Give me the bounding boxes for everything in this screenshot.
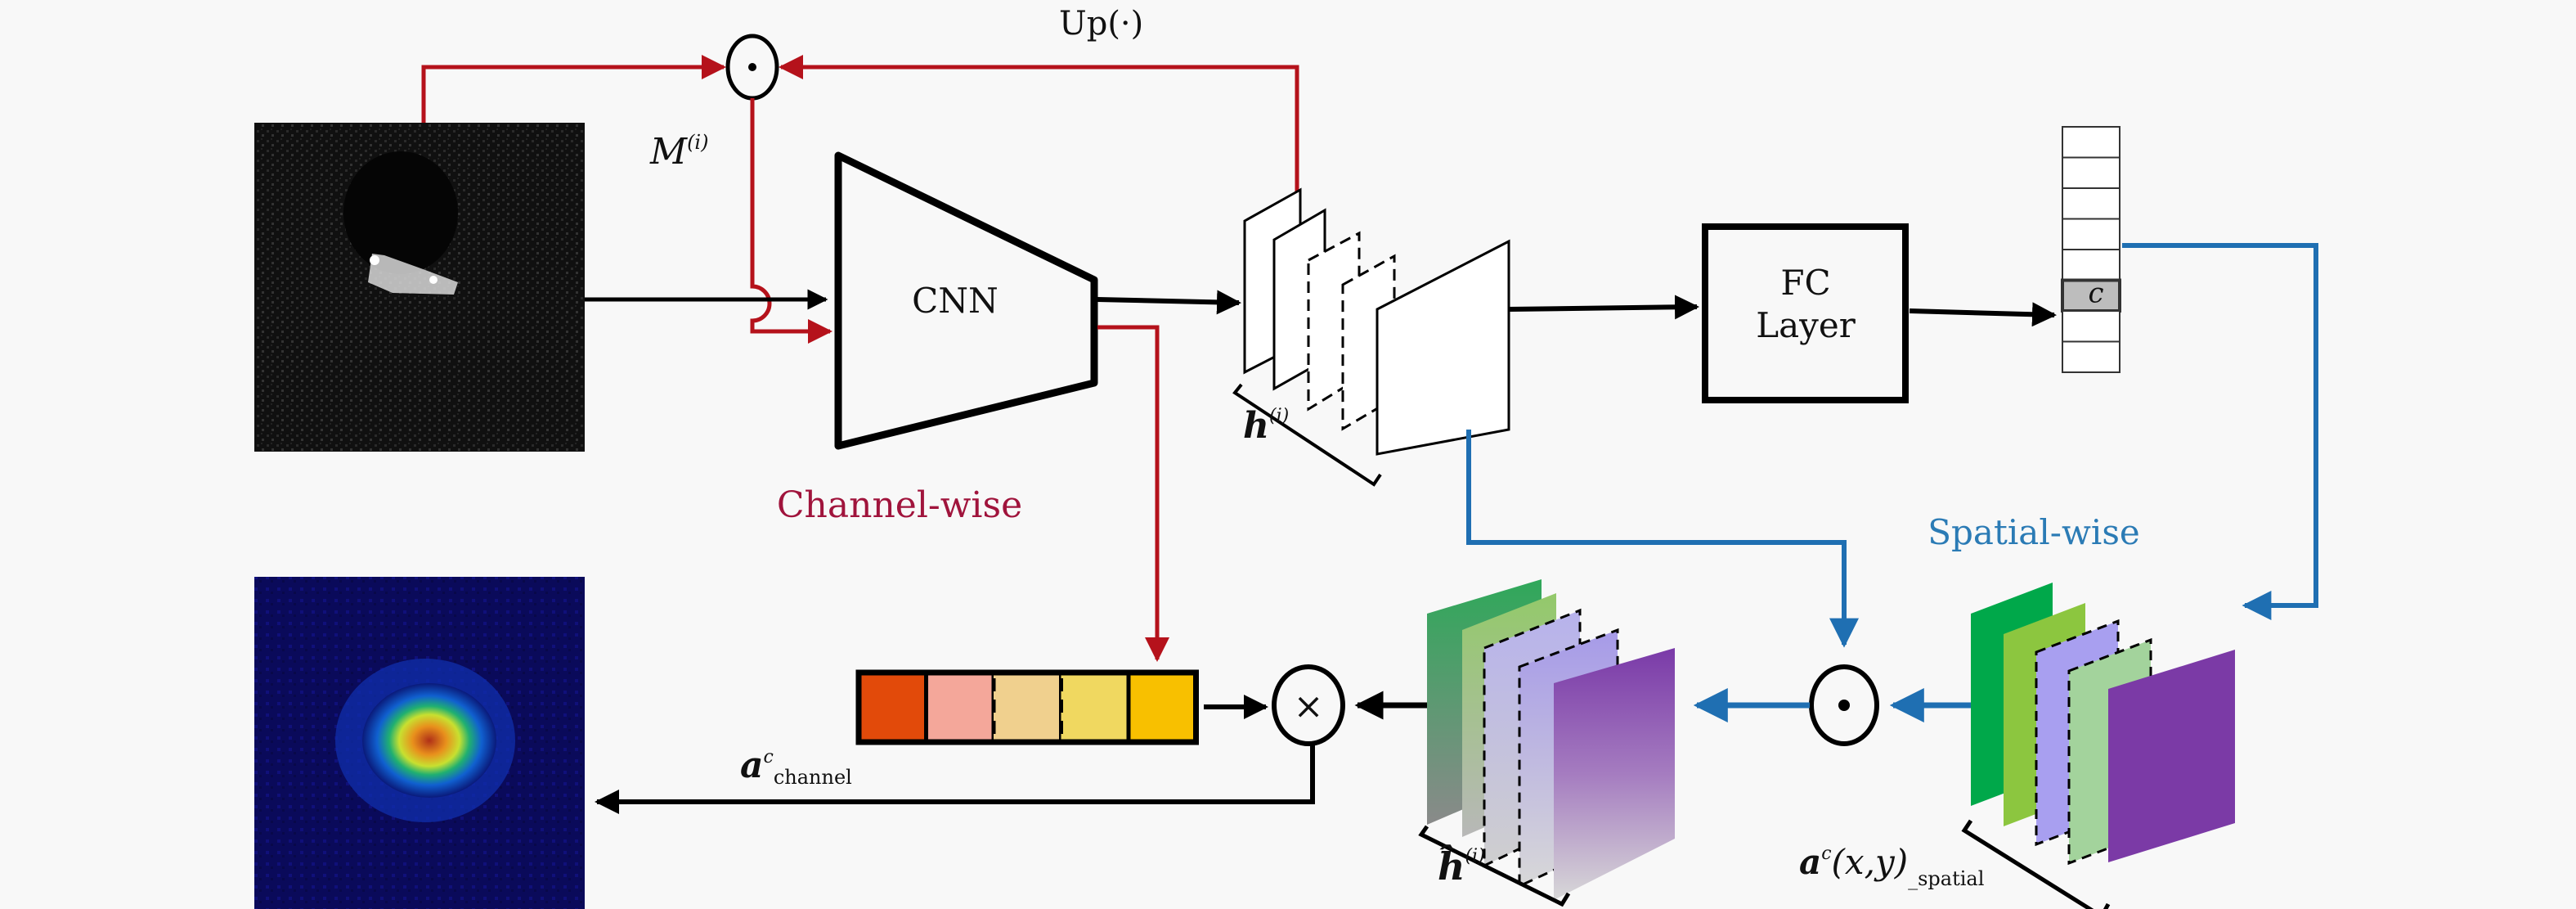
hadamard-node-top bbox=[725, 34, 779, 101]
channel-vector-cell bbox=[1126, 670, 1198, 745]
channel-wise-label: Channel-wise bbox=[777, 484, 1022, 526]
link-features-to-fc bbox=[1508, 295, 1699, 320]
mask-superscript: (i) bbox=[687, 131, 708, 154]
output-heatmap-image bbox=[254, 577, 585, 909]
fc-layer-block bbox=[1702, 223, 1909, 403]
output-vector-cell bbox=[2062, 249, 2120, 281]
fc-label-line2: Layer bbox=[1756, 305, 1856, 345]
blue-link-vector-to-spatial-maps bbox=[2122, 243, 2318, 620]
channel-vector-cell bbox=[991, 670, 1063, 745]
red-link-upsample bbox=[779, 55, 1299, 205]
channel-attention-superscript: c bbox=[764, 747, 774, 767]
spatial-attention-subscript: _spatial bbox=[1908, 867, 1984, 890]
channel-vector-cell bbox=[1059, 670, 1131, 745]
feature-maps-superscript: (i) bbox=[1269, 406, 1289, 426]
refined-maps-superscript: (i) bbox=[1465, 846, 1484, 866]
input-image bbox=[254, 123, 585, 452]
fc-label-line1: FC bbox=[1780, 263, 1830, 303]
class-cell-label: c bbox=[2088, 277, 2103, 310]
output-vector-cell bbox=[2062, 218, 2120, 250]
refined-maps-symbol: ĥ bbox=[1438, 844, 1465, 889]
output-vector-cell bbox=[2062, 187, 2120, 220]
spatial-wise-label: Spatial-wise bbox=[1928, 512, 2139, 552]
channel-vector-cell bbox=[856, 670, 928, 745]
multiply-symbol: × bbox=[1294, 686, 1324, 727]
feature-map-stack bbox=[1232, 187, 1510, 487]
feature-maps-label: h(i) bbox=[1243, 405, 1289, 447]
channel-attention-label: acchannel bbox=[740, 745, 852, 789]
refined-feature-maps bbox=[1418, 579, 1675, 907]
output-vector-cell bbox=[2062, 310, 2120, 343]
red-link-cnn-to-channel-vector bbox=[1097, 325, 1169, 662]
channel-attention-vector bbox=[855, 669, 1199, 745]
spatial-attention-args: (x,y) bbox=[1832, 842, 1909, 882]
output-vector-cell bbox=[2062, 156, 2120, 189]
output-vector: c bbox=[2061, 126, 2121, 373]
hadamard-node-bottom bbox=[1809, 664, 1879, 746]
cnn-block bbox=[834, 151, 1098, 450]
spatial-attention-symbol: a bbox=[1799, 842, 1821, 882]
spatial-attention-label: ac(x,y)_spatial bbox=[1799, 842, 1984, 890]
multiply-node bbox=[1272, 664, 1345, 746]
upsample-label: Up(·) bbox=[1059, 5, 1143, 43]
channel-attention-symbol: a bbox=[740, 745, 764, 786]
spatial-attention-map bbox=[2108, 650, 2235, 862]
channel-vector-border bbox=[855, 669, 1199, 745]
cnn-label: CNN bbox=[912, 281, 999, 321]
link-multiply-to-output bbox=[595, 744, 1315, 814]
spatial-attention-maps bbox=[1961, 583, 2235, 909]
output-vector-cell bbox=[2062, 340, 2120, 373]
red-link-input-to-hadamard bbox=[421, 55, 726, 123]
link-fc-to-output-vector bbox=[1909, 302, 2057, 327]
link-cnn-to-features bbox=[1097, 290, 1241, 315]
mask-symbol: M bbox=[649, 131, 688, 173]
channel-vector-cell bbox=[924, 670, 996, 745]
red-link-mask-to-cnn bbox=[750, 98, 832, 344]
mask-label: M(i) bbox=[649, 131, 708, 173]
channel-attention-subscript: channel bbox=[774, 766, 852, 789]
spatial-attention-superscript: c bbox=[1821, 844, 1831, 864]
blue-link-features-to-hadamard bbox=[1466, 430, 1859, 648]
output-vector-cell bbox=[2062, 126, 2120, 159]
refined-maps-label: ĥ(i) bbox=[1438, 844, 1485, 889]
feature-maps-symbol: h bbox=[1243, 405, 1269, 447]
spatial-maps-bracket bbox=[1961, 819, 2111, 909]
